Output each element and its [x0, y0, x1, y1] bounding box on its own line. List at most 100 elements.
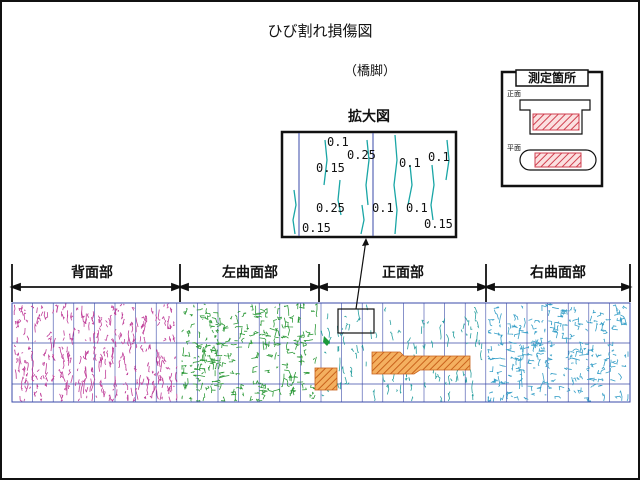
crack-line [408, 377, 410, 381]
crack-line [344, 315, 347, 318]
crack-line [303, 349, 307, 356]
crack-line [519, 347, 525, 352]
crack-line [299, 334, 303, 338]
crack-line [198, 363, 203, 372]
crack-line [26, 361, 29, 371]
crack-line [258, 383, 263, 389]
crack-line [370, 330, 372, 340]
crack-line [249, 332, 255, 337]
crack-line [33, 391, 36, 397]
crack-line [266, 354, 274, 358]
crack-line [174, 356, 177, 360]
legend-front-hatch [532, 113, 580, 131]
crack-line [98, 315, 101, 323]
crack-line [462, 371, 466, 377]
crack-line [106, 324, 109, 328]
crack-line [560, 309, 567, 315]
crack-line [565, 350, 570, 359]
zoom-arrow [355, 239, 367, 310]
crack-line [48, 353, 51, 361]
crack-line [168, 376, 170, 379]
crack-line [474, 311, 477, 321]
crack-line [568, 319, 571, 322]
crack-line [211, 346, 214, 349]
crack-line [69, 337, 73, 345]
crack-line [77, 329, 80, 334]
crack-line [610, 360, 618, 365]
crack-line [86, 313, 90, 318]
crack-line [209, 361, 216, 364]
crack-line [547, 362, 550, 369]
crack-line [84, 339, 87, 342]
crack-line [201, 371, 204, 375]
crack-line [215, 349, 218, 357]
crack-line [390, 331, 394, 341]
crack-line [189, 314, 194, 317]
crack-line [162, 360, 165, 365]
crack-line [250, 304, 254, 311]
crack-line [356, 345, 359, 353]
crack-line [33, 391, 38, 396]
crack-line [341, 365, 345, 375]
crack-line [299, 304, 305, 309]
crack-line [216, 354, 223, 357]
crack-line [173, 385, 175, 388]
crack-line [266, 331, 269, 335]
crack-line [205, 313, 211, 317]
crack-line [93, 346, 96, 355]
crack-line [134, 368, 137, 372]
crack-line [109, 314, 112, 326]
crack-line [74, 381, 77, 386]
crack-line [327, 327, 330, 338]
crack-line [43, 311, 46, 320]
crack-line [320, 330, 323, 336]
crack-line [55, 304, 58, 313]
crack-line [110, 398, 114, 402]
crack-line [542, 372, 545, 383]
crack-line [141, 378, 145, 385]
crack-line [50, 377, 54, 383]
section-label-left: 左曲面部 [221, 264, 278, 281]
crack-line [185, 340, 190, 345]
crack-line [86, 350, 89, 355]
zoom-cracks [292, 134, 450, 235]
crack-line [296, 354, 303, 358]
crack-line [233, 317, 239, 325]
crack-line [134, 388, 139, 400]
crack-line [23, 327, 26, 336]
crack-line [289, 375, 292, 382]
crack-line [521, 374, 523, 388]
crack-line [312, 391, 315, 395]
crack-line [82, 315, 85, 318]
crack-line [265, 311, 268, 318]
crack-line [224, 375, 230, 377]
crack-line [156, 357, 159, 367]
crack-line [205, 337, 208, 341]
crack-line [530, 341, 533, 344]
crack-line [587, 348, 591, 355]
crack-line [476, 331, 478, 342]
crack-line [302, 331, 305, 339]
crack-line [216, 339, 221, 345]
page-subtitle: （橋脚） [343, 64, 396, 79]
crack-line [498, 323, 501, 328]
crack-line [151, 370, 155, 374]
crack-line [284, 325, 294, 328]
crack-line [261, 390, 266, 394]
crack-line [31, 360, 34, 375]
crack-line [534, 331, 538, 335]
crack-line [510, 395, 513, 398]
crack-line [619, 390, 623, 401]
crack-line [163, 356, 167, 363]
crack-line [61, 394, 64, 399]
crack-line [67, 369, 72, 376]
crack-line [45, 363, 47, 374]
crack-line [210, 362, 214, 370]
crack-line [264, 369, 271, 373]
crack-line [17, 358, 20, 373]
crack-line [166, 320, 169, 323]
crack-line [549, 354, 553, 357]
crack-line [236, 346, 243, 349]
crack-line [469, 333, 472, 339]
